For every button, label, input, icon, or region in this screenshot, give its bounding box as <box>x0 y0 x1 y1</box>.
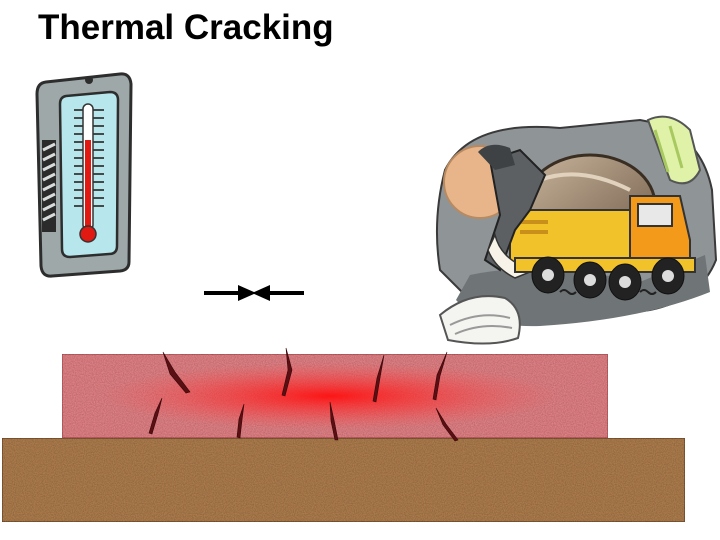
ground-layer <box>1 437 686 523</box>
thermometer-icon <box>35 72 133 278</box>
concrete-mixer-truck-icon <box>435 115 718 345</box>
converging-arrows-icon <box>204 285 304 301</box>
page-title: Thermal Cracking <box>38 8 334 47</box>
crack-marks <box>148 347 459 442</box>
hot-core-region <box>100 362 560 430</box>
